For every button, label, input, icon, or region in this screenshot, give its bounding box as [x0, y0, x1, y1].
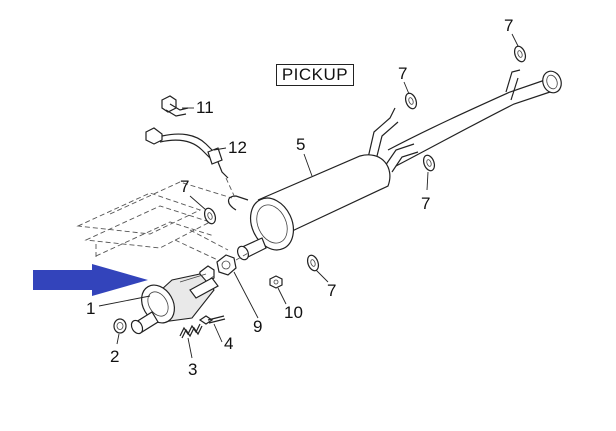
rubber-hanger-icon: [513, 45, 527, 63]
pointer-arrow-icon: [33, 264, 148, 296]
label-part-7: 7: [421, 194, 430, 213]
oxygen-sensor-cable: [145, 127, 237, 201]
label-part-11: 11: [196, 98, 214, 117]
spring-icon: [179, 323, 203, 339]
label-part-9: 9: [253, 317, 262, 336]
label-part-5: 5: [296, 135, 305, 154]
label-part-1: 1: [86, 299, 95, 318]
label-part-7: 7: [398, 64, 407, 83]
nut-icon: [269, 275, 283, 289]
label-part-12: 12: [228, 138, 247, 157]
rubber-hanger-icon: [422, 154, 436, 172]
rubber-hanger-icon: [404, 92, 418, 110]
chassis-frame: [76, 181, 233, 263]
rubber-hanger-icon: [306, 254, 320, 272]
label-part-3: 3: [188, 360, 197, 379]
label-part-10: 10: [284, 303, 303, 322]
label-part-4: 4: [224, 334, 233, 353]
label-part-7: 7: [180, 177, 189, 196]
muffler: [227, 154, 391, 261]
label-part-7: 7: [504, 16, 513, 35]
label-part-2: 2: [110, 347, 119, 366]
clamp-icon: [161, 95, 189, 117]
bolt-icon: [198, 315, 226, 325]
tail-pipe: [367, 69, 562, 173]
rubber-hanger-icon: [203, 207, 217, 225]
leader-lines: [98, 33, 519, 359]
label-part-7: 7: [327, 281, 336, 300]
catalytic-converter: [130, 273, 219, 335]
diagram-title: PICKUP: [276, 64, 354, 86]
rubber-hanger-icons: [203, 45, 527, 272]
plug-icon: [113, 318, 127, 334]
